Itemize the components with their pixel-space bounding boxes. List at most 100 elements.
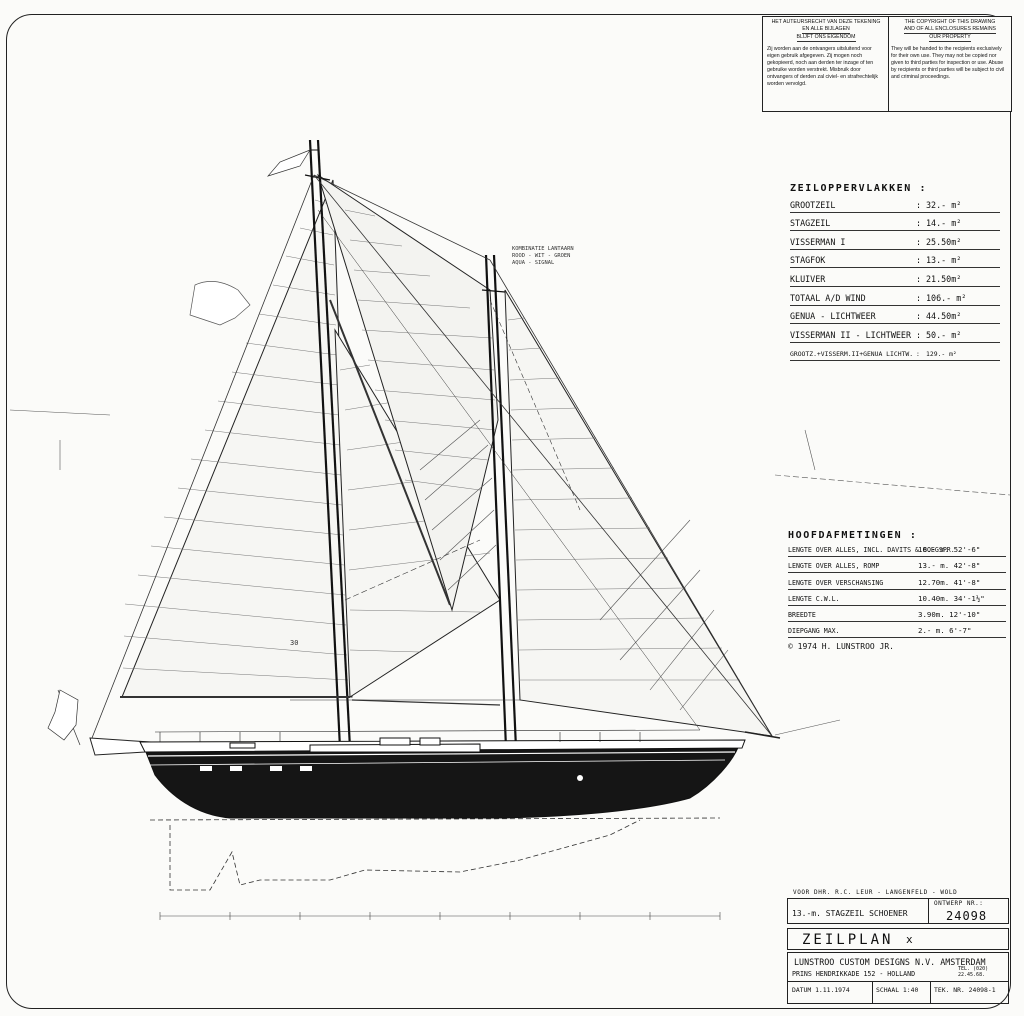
note-line-2: ROOD - WIT - GROEN: [512, 253, 571, 259]
firm-telephone: TEL. (020) 22.45.68.: [958, 966, 989, 978]
mainsail: [121, 179, 353, 698]
sail-areas-table: ZEILOPPERVLAKKEN : GROOTZEIL:32.- m² STA…: [790, 183, 1000, 362]
ensign-flag: [47, 281, 251, 746]
row-value: 21.50m²: [926, 273, 962, 284]
row-label: GROOTZ.+VISSERM.II+GENUA LICHTW.: [790, 350, 914, 359]
masthead-flag: [266, 149, 311, 177]
row-value: 10.40m. 34'-1½": [918, 593, 985, 603]
firm-name: LUNSTROO CUSTOM DESIGNS N.V. AMSTERDAM: [794, 957, 986, 967]
drawing-date: DATUM 1.11.1974: [792, 986, 850, 994]
main-dimensions-table: HOOFDAFMETINGEN : LENGTE OVER ALLES, INC…: [788, 530, 1006, 653]
row-label: KLUIVER: [790, 273, 826, 284]
row-value: 44.50m²: [926, 311, 962, 322]
copyright-en-title-2: AND OF ALL ENCLOSURES REMAINS: [903, 26, 997, 34]
table-row: LENGTE C.W.L.10.40m. 34'-1½": [788, 590, 1006, 606]
row-value: 3.90m. 12'-10": [918, 609, 981, 619]
drawing-mark: x: [906, 933, 913, 946]
note-line-3: AQUA - SIGNAL: [512, 260, 555, 266]
copyright-en-title-1: THE COPYRIGHT OF THIS DRAWING: [904, 19, 996, 25]
row-value: 2.- m. 6'-7": [918, 626, 972, 636]
telephone-line-1: TEL. (020): [958, 966, 989, 972]
copyright-english: THE COPYRIGHT OF THIS DRAWING AND OF ALL…: [891, 19, 1009, 81]
underbody-outline: [149, 817, 721, 891]
row-label: LENGTE OVER ALLES, ROMP: [788, 562, 880, 571]
dimension-lines: [9, 409, 1011, 736]
table-row: STAGZEIL:14.- m²: [790, 213, 1000, 232]
copyright-dutch: HET AUTEURSRECHT VAN DEZE TEKENING EN AL…: [767, 19, 885, 88]
row-label: VISSERMAN I: [790, 236, 846, 247]
telephone-line-2: 22.45.68.: [958, 971, 986, 978]
row-label: VISSERMAN II - LICHTWEER: [790, 329, 912, 340]
hull: [139, 729, 746, 819]
firm-box-divider: [872, 981, 873, 1004]
row-label: GROOTZEIL: [790, 199, 836, 210]
copyright-nl-title-1: HET AUTEURSRECHT VAN DEZE TEKENING: [771, 19, 881, 25]
drawing-number: TEK. NR. 24098-1: [934, 986, 996, 994]
row-value: 32.- m²: [926, 199, 962, 210]
designer-copyright-text: © 1974 H. LUNSTROO JR.: [788, 642, 894, 652]
table-row: VISSERMAN I:25.50m²: [790, 231, 1000, 250]
row-label: LENGTE OVER VERSCHANSING: [788, 578, 884, 587]
copyright-nl-body: Zij worden aan de ontvangers uitsluitend…: [767, 46, 879, 87]
drawing-sheet-border: [6, 14, 1011, 1009]
row-label: TOTAAL A/D WIND: [790, 292, 866, 303]
table-row: KLUIVER:21.50m²: [790, 268, 1000, 287]
row-label: STAGZEIL: [790, 218, 831, 229]
row-value: 12.70m. 41'-8": [918, 577, 981, 587]
row-label: DIEPGANG MAX.: [788, 627, 840, 636]
sail-areas-title: ZEILOPPERVLAKKEN :: [790, 183, 928, 194]
design-box: 13.-m. STAGZEIL SCHOENER ONTWERP NR.: 24…: [787, 898, 1009, 924]
scale-bar: [159, 912, 721, 920]
grid-number-label: 30: [290, 639, 299, 647]
firm-box: LUNSTROO CUSTOM DESIGNS N.V. AMSTERDAM P…: [787, 952, 1009, 1004]
copyright-nl-title-3: BLIJFT ONS EIGENDOM: [796, 34, 856, 42]
combination-light-note: KOMBINATIE LANTAARN ROOD - WIT - GROEN A…: [512, 246, 574, 267]
copyright-nl-title-2: EN ALLE BIJLAGEN: [802, 26, 850, 34]
copyright-divider: [888, 17, 889, 111]
row-value: 16.- m. 52'-6": [918, 545, 981, 555]
drawing-title-box: ZEILPLAN x: [787, 928, 1009, 950]
fisherman-sail: [317, 173, 499, 612]
table-row: STAGFOK:13.- m²: [790, 250, 1000, 269]
jib-sail: [504, 289, 773, 737]
row-value: 50.- m²: [926, 329, 962, 340]
copyright-en-title-3: OUR PROPERTY: [929, 34, 971, 42]
rigging: [91, 174, 773, 739]
copyright-en-body: They will be handed to the recipients ex…: [891, 46, 1005, 80]
row-value: 13.- m²: [926, 255, 962, 266]
note-line-1: KOMBINATIE LANTAARN: [512, 246, 574, 252]
designer-copyright: © 1974 H. LUNSTROO JR.: [788, 638, 1006, 653]
main-mast: [304, 139, 352, 749]
row-label: GENUA - LICHTWEER: [790, 311, 876, 322]
table-row: LENGTE OVER VERSCHANSING 12.70m. 41'-8": [788, 573, 1006, 590]
firm-box-divider: [930, 981, 931, 1004]
table-row: BREEDTE 3.90m. 12'-10": [788, 606, 1006, 622]
row-value: 25.50m²: [926, 236, 962, 247]
row-value: 129.- m²: [926, 350, 957, 359]
fore-mast: [481, 254, 518, 749]
table-row: GROOTZEIL:32.- m²: [790, 194, 1000, 213]
copyright-notice: HET AUTEURSRECHT VAN DEZE TEKENING EN AL…: [762, 16, 1012, 112]
row-value: 106.- m²: [926, 292, 967, 303]
vessel-description: 13.-m. STAGZEIL SCHOENER: [792, 909, 908, 918]
row-label: STAGFOK: [790, 255, 826, 266]
design-box-divider: [928, 899, 929, 923]
design-number: 24098: [946, 909, 988, 923]
client-line: VOOR DHR. R.C. LEUR - LANGENFELD - WOLD: [793, 889, 958, 896]
table-row: VISSERMAN II - LICHTWEER:50.- m²: [790, 324, 1000, 343]
row-value: 14.- m²: [926, 218, 962, 229]
main-dimensions-title: HOOFDAFMETINGEN :: [788, 530, 918, 541]
table-row: LENGTE OVER ALLES, INCL. DAVITS & BOEGSP…: [788, 541, 1006, 558]
table-row: DIEPGANG MAX. 2.- m. 6'-7": [788, 622, 1006, 639]
drawing-title: ZEILPLAN: [802, 932, 894, 948]
firm-box-divider: [788, 981, 1008, 982]
row-value: 13.- m. 42'-8": [918, 561, 981, 571]
row-label: BREEDTE: [788, 610, 816, 619]
firm-address: PRINS HENDRIKKADE 152 - HOLLAND: [792, 970, 916, 978]
table-row: GENUA - LICHTWEER:44.50m²: [790, 306, 1000, 325]
drawing-scale: SCHAAL 1:40: [876, 986, 919, 994]
table-row: GROOTZ.+VISSERM.II+GENUA LICHTW.:129.- m…: [790, 343, 1000, 362]
table-row: LENGTE OVER ALLES, ROMP 13.- m. 42'-8": [788, 557, 1006, 574]
row-label: LENGTE OVER ALLES, INCL. DAVITS & BOEGSP…: [788, 546, 955, 555]
